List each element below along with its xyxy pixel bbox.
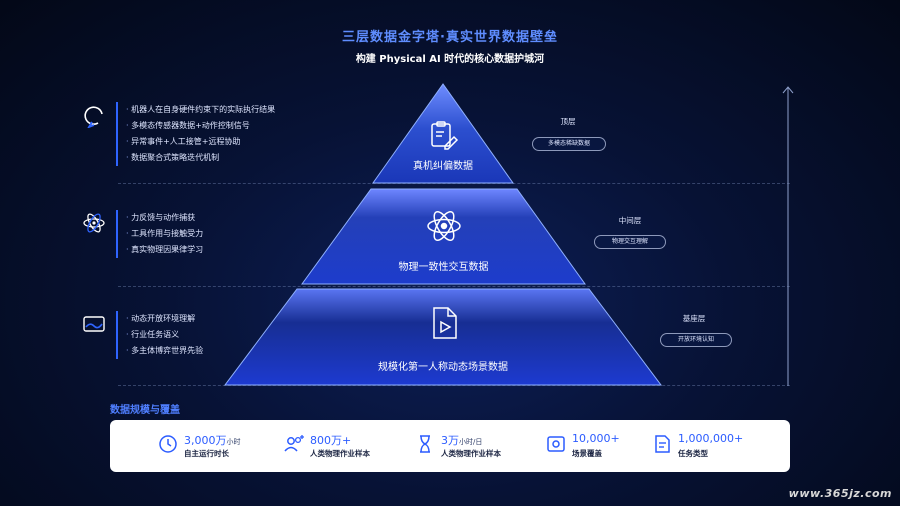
pyramid-tier-top-label: 真机纠偏数据 <box>413 161 473 172</box>
bullet-item: 多模态传感器数据+动作控制信号 <box>126 118 275 134</box>
stat-unit: 小时/日 <box>459 438 483 446</box>
group-base-bullets: 动态开放环境理解 行业任务语义 多主体博弈世界先验 <box>116 311 203 359</box>
bullet-item: 数据聚合式策略迭代机制 <box>126 150 275 166</box>
refresh-cycle-icon <box>84 106 103 128</box>
pyramid-tier-top <box>372 83 514 184</box>
page-title: 三层数据金字塔·真实世界数据壁垒 <box>342 30 558 45</box>
hourglass-icon <box>420 435 430 453</box>
stat-item: 800万+ 人类物理作业样本 <box>284 432 394 462</box>
stat-desc: 任务类型 <box>678 449 708 458</box>
pyramid-tier-middle-label: 物理一致性交互数据 <box>398 262 489 273</box>
stat-value-wrap: 800万+ <box>310 432 351 448</box>
vertical-arrow <box>782 86 794 386</box>
level-label-middle: 中间层 <box>618 216 642 225</box>
stat-desc: 自主运行时长 <box>184 449 229 458</box>
bullet-item: 力反馈与动作捕获 <box>126 210 203 226</box>
scale-section-title: 数据规模与覆盖 <box>110 405 180 416</box>
stat-item: 10,000+ 场景覆盖 <box>546 432 646 462</box>
level-label-base: 基座层 <box>682 314 706 323</box>
stat-value: 1,000,000+ <box>678 432 744 445</box>
stat-item: 3,000万小时 自主运行时长 <box>158 432 268 462</box>
video-file-icon <box>433 307 457 339</box>
pyramid-tier-base-label: 规模化第一人称动态场景数据 <box>378 362 508 373</box>
stat-desc: 人类物理作业样本 <box>310 449 370 458</box>
stat-desc: 场景覆盖 <box>572 449 602 458</box>
stat-value-wrap: 10,000+ <box>572 432 620 445</box>
level-pill-base: 开放环境认知 <box>660 333 732 347</box>
stat-item: 1,000,000+ 任务类型 <box>652 432 772 462</box>
stat-desc: 人类物理作业样本 <box>441 449 501 458</box>
stat-value-wrap: 3万小时/日 <box>441 432 482 448</box>
landscape-icon <box>83 316 105 332</box>
scene-image-icon <box>547 436 565 452</box>
tier-divider <box>118 286 790 287</box>
stat-unit: 小时 <box>226 438 241 446</box>
group-middle-bullets: 力反馈与动作捕获 工具作用与接触受力 真实物理因果律学习 <box>116 210 203 258</box>
stat-item: 3万小时/日 人类物理作业样本 <box>415 432 525 462</box>
stats-panel: 3,000万小时 自主运行时长 800万+ 人类物理作业样本 3万小时/日 人类… <box>110 420 790 472</box>
bullet-item: 行业任务语义 <box>126 327 203 343</box>
bullet-item: 动态开放环境理解 <box>126 311 203 327</box>
stat-value-wrap: 1,000,000+ <box>678 432 743 445</box>
bullet-item: 多主体博弈世界先验 <box>126 343 203 359</box>
stat-value-wrap: 3,000万小时 <box>184 432 241 448</box>
level-label-top: 顶层 <box>560 117 576 126</box>
stat-value: 800万+ <box>310 434 352 447</box>
bullet-item: 工具作用与接触受力 <box>126 226 203 242</box>
stat-value: 3,000万 <box>184 434 227 447</box>
page-subtitle: 构建 Physical AI 时代的核心数据护城河 <box>355 54 545 65</box>
level-pill-middle: 物理交互理解 <box>594 235 666 249</box>
watermark: www.365jz.com <box>788 487 892 500</box>
clock-icon <box>159 435 177 453</box>
atom-icon <box>427 211 461 241</box>
bullet-item: 异常事件+人工接管+远程协助 <box>126 134 275 150</box>
stat-value: 10,000+ <box>572 432 620 445</box>
users-plus-icon <box>284 435 304 452</box>
bullet-item: 机器人在自身硬件约束下的实际执行结果 <box>126 102 275 118</box>
level-pill-top: 多模态稀缺数据 <box>532 137 606 151</box>
pyramid-tier-base <box>224 288 662 386</box>
task-list-icon <box>655 435 670 453</box>
bullet-item: 真实物理因果律学习 <box>126 242 203 258</box>
document-edit-icon <box>431 121 459 150</box>
group-top-bullets: 机器人在自身硬件约束下的实际执行结果 多模态传感器数据+动作控制信号 异常事件+… <box>116 102 275 166</box>
stat-value: 3万 <box>441 434 459 447</box>
atom-icon <box>83 213 105 233</box>
